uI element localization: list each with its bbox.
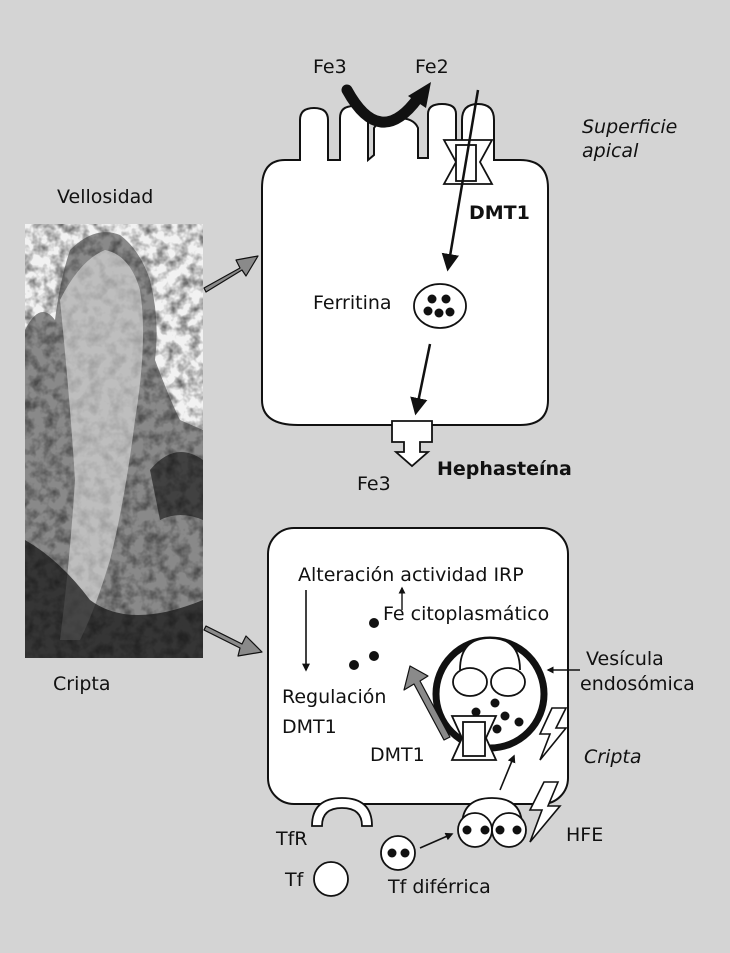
- iron-uptake-arrow: [441, 89, 480, 272]
- fe3-top-label: Fe3: [313, 56, 347, 78]
- irp-activity-label: Alteración actividad IRP: [298, 564, 524, 586]
- hephaestin-label: Hephasteína: [437, 458, 572, 480]
- tf-label: Tf: [284, 869, 305, 891]
- dmt1-transporter-lower: [450, 715, 498, 761]
- apo-transferrin: [313, 861, 349, 897]
- tfr-tf-complex: [457, 797, 527, 848]
- apical-surface-label-line2: apical: [582, 140, 639, 162]
- diferric-transferrin: [380, 835, 416, 871]
- tfr-label: TfR: [275, 828, 308, 850]
- ferritin-label: Ferritina: [313, 292, 392, 314]
- dmt1-regulation-label-line2: DMT1: [282, 716, 337, 738]
- fe2-top-label: Fe2: [415, 56, 449, 78]
- apical-surface-label-line1: Superficie: [582, 116, 677, 138]
- endosomal-vesicle-label-line2: endosómica: [580, 673, 695, 695]
- arrow-to-lower-cell: [203, 625, 263, 657]
- arrow-to-upper-cell: [203, 255, 259, 293]
- tf-diferric-label: Tf diférrica: [387, 876, 491, 898]
- hephaestin-exporter: [391, 420, 433, 468]
- fe3-bottom-label: Fe3: [357, 473, 391, 495]
- hfe-lightning-icon: [528, 781, 562, 843]
- hfe-lightning-icon: [538, 707, 568, 761]
- dmt1-upper-label: DMT1: [469, 202, 530, 224]
- dmt1-regulation-label-line1: Regulación: [282, 686, 386, 708]
- binding-arrow: [419, 832, 454, 849]
- fe-reduction-arrowhead: [408, 82, 431, 108]
- villus-micrograph: [25, 224, 203, 658]
- ferritin-particle: [413, 283, 467, 329]
- villus-label: Vellosidad: [57, 186, 153, 208]
- cytoplasmic-fe-dot: [369, 618, 379, 628]
- crypt-label: Cripta: [53, 673, 111, 695]
- cytoplasmic-fe-label: Fe citoplasmático: [383, 603, 549, 625]
- basolateral-export-arrow: [410, 343, 432, 416]
- cytoplasmic-fe-dot: [369, 651, 379, 661]
- dmt1-lower-label: DMT1: [370, 744, 425, 766]
- fe-reduction-arrow: [341, 84, 424, 128]
- vesicle-export-arrow: [403, 665, 451, 741]
- hfe-label: HFE: [566, 824, 603, 846]
- tfr-receptor: [311, 797, 373, 827]
- crypt-region-label: Cripta: [584, 746, 642, 768]
- endocytosis-arrow: [499, 754, 516, 791]
- endosomal-vesicle: [432, 636, 548, 752]
- endosomal-vesicle-label-line1: Vesícula: [586, 648, 664, 670]
- cytoplasmic-fe-dot: [349, 660, 359, 670]
